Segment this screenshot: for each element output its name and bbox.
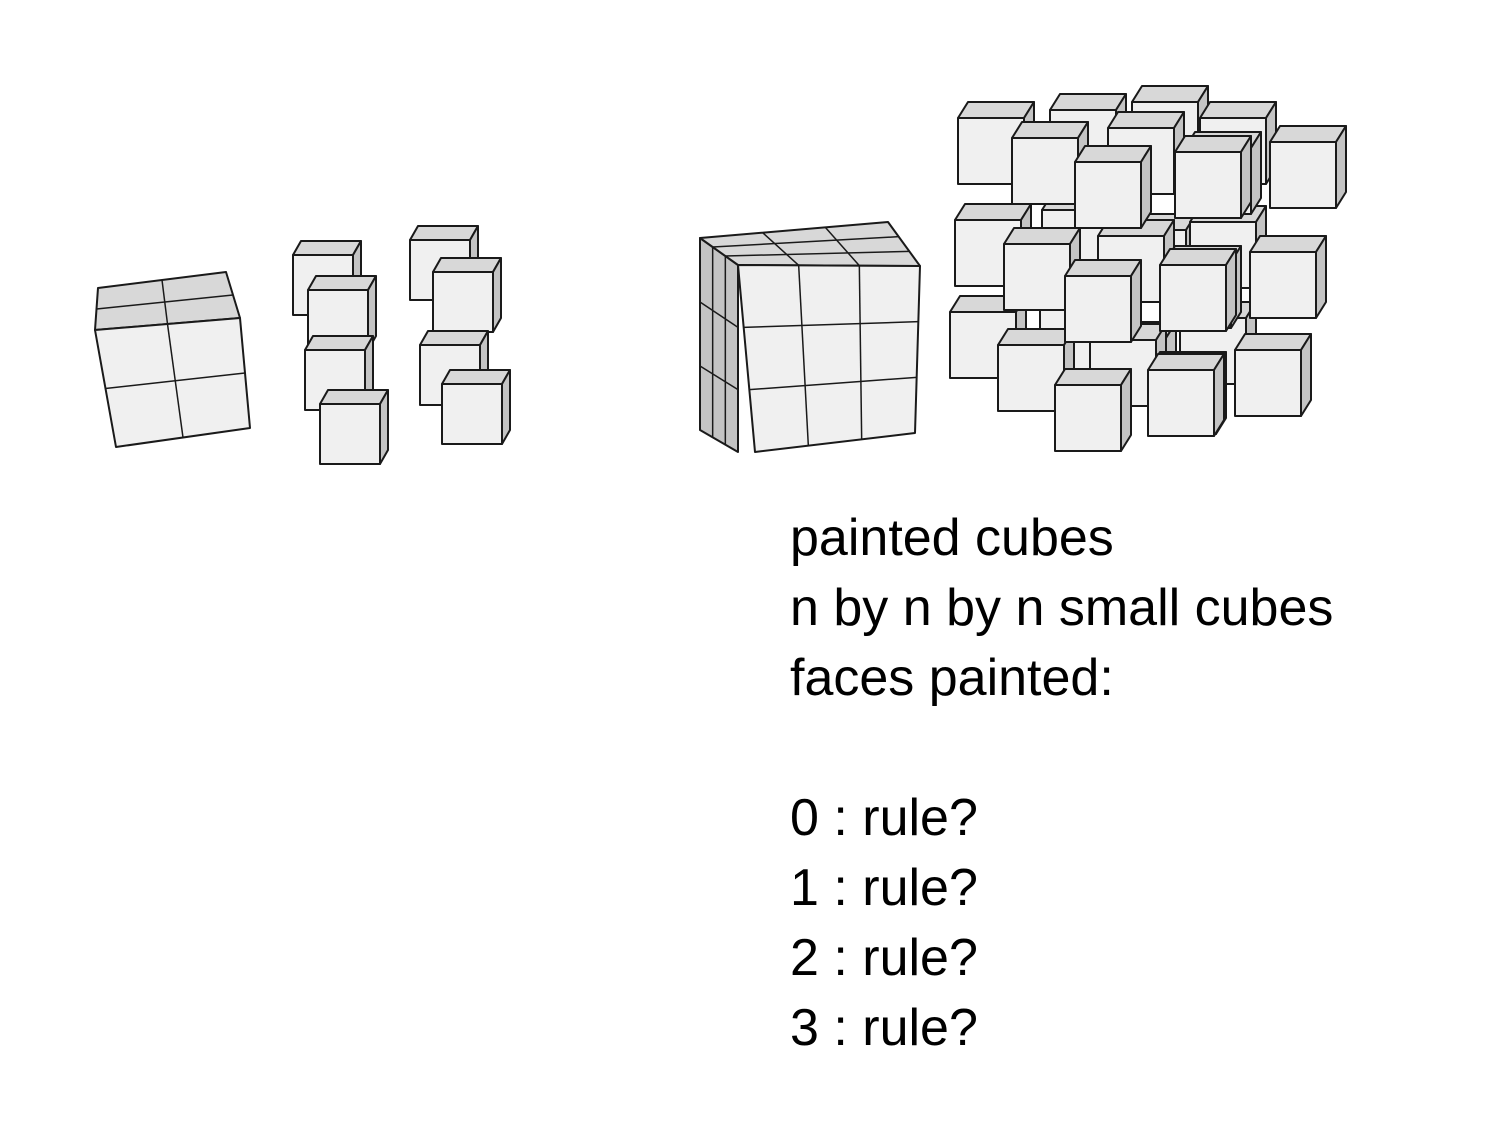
- cube-top-face: [1199, 101, 1277, 119]
- cube-side-face: [492, 257, 502, 333]
- cube-front-face: [1234, 349, 1302, 417]
- cube-top-face: [1249, 235, 1327, 253]
- rule-line-1: 1 : rule?: [790, 859, 978, 917]
- cube-top-face: [1131, 85, 1209, 103]
- cube-side-face: [1225, 248, 1237, 332]
- cube-top-face: [304, 335, 374, 351]
- cube-front-face: [1064, 275, 1132, 343]
- cube-top-face: [1074, 145, 1152, 163]
- grid-line: [699, 301, 739, 328]
- cube-front-face: [737, 264, 921, 453]
- cube-top-face: [997, 328, 1075, 346]
- cube-top-face: [1147, 353, 1225, 371]
- cube-top-face: [1011, 121, 1089, 139]
- cube-top-face: [1107, 111, 1185, 129]
- grid-line: [762, 232, 800, 266]
- exploded-cube-3x3x3: [949, 85, 1347, 452]
- small-cube: [1269, 125, 1347, 209]
- problem-text: painted cubes n by n by n small cubes fa…: [790, 503, 1333, 1063]
- cube-front-face: [1174, 151, 1242, 219]
- cube-side-face: [1300, 333, 1312, 417]
- small-cube: [1064, 259, 1142, 343]
- small-cube: [1249, 235, 1327, 319]
- title-line: painted cubes: [790, 509, 1114, 567]
- cube-front-face: [1011, 137, 1079, 205]
- grid-line: [96, 294, 234, 310]
- small-cube: [1054, 368, 1132, 452]
- cube-side-face: [1140, 145, 1152, 229]
- cube-front-face: [319, 403, 381, 465]
- grid-line: [824, 226, 860, 267]
- cube-front-face: [1147, 369, 1215, 437]
- grid-line: [743, 320, 919, 329]
- small-cube: [1074, 145, 1152, 229]
- cube-front-face: [1269, 141, 1337, 209]
- grid-line: [858, 265, 863, 440]
- small-cube: [1147, 353, 1225, 437]
- small-cube: [432, 257, 502, 333]
- small-cube: [319, 389, 389, 465]
- rule-line-0: 0 : rule?: [790, 789, 978, 847]
- cube-top-face: [1269, 125, 1347, 143]
- cube-side-face: [1120, 368, 1132, 452]
- rule-line-2: 2 : rule?: [790, 929, 978, 987]
- small-cube: [1011, 121, 1089, 205]
- small-cube: [1234, 333, 1312, 417]
- grid-line: [749, 376, 917, 391]
- cube-front-face: [1159, 264, 1227, 332]
- cube-side-face: [501, 369, 511, 445]
- cube-top-face: [1054, 368, 1132, 386]
- exploded-cube-2x2x2: [292, 225, 511, 465]
- rule-line-3: 3 : rule?: [790, 999, 978, 1057]
- cube-top-face: [419, 330, 489, 346]
- cube-front-face: [432, 271, 494, 333]
- cube-side-face: [699, 237, 739, 453]
- cube-top-face: [699, 221, 921, 267]
- small-cube: [1174, 135, 1252, 219]
- cube-top-face: [957, 101, 1035, 119]
- cube-top-face: [1174, 135, 1252, 153]
- cube-front-face: [441, 383, 503, 445]
- cube-side-face: [1213, 353, 1225, 437]
- cube-top-face: [1234, 333, 1312, 351]
- grid-line: [699, 365, 739, 391]
- cube-top-face: [954, 203, 1032, 221]
- assembled-cube-3x3x3: [699, 221, 921, 453]
- cube-front-face: [1249, 251, 1317, 319]
- cube-top-face: [432, 257, 502, 273]
- grid-line: [105, 372, 246, 390]
- assembled-cube-2x2x2: [94, 271, 251, 448]
- cube-top-face: [1064, 259, 1142, 277]
- cube-front-face: [1074, 161, 1142, 229]
- small-cube: [441, 369, 511, 445]
- cube-side-face: [1335, 125, 1347, 209]
- small-cube: [1159, 248, 1237, 332]
- spacer: [790, 713, 1333, 783]
- cube-side-face: [1130, 259, 1142, 343]
- cube-top-face: [307, 275, 377, 291]
- cube-top-face: [1003, 227, 1081, 245]
- cube-side-face: [1240, 135, 1252, 219]
- cube-side-face: [1315, 235, 1327, 319]
- grid-line: [797, 265, 810, 446]
- cube-front-face: [1054, 384, 1122, 452]
- cube-top-face: [1159, 248, 1237, 266]
- cube-top-face: [292, 240, 362, 256]
- grid-line: [712, 235, 899, 248]
- cube-top-face: [1049, 93, 1127, 111]
- subtitle-line: n by n by n small cubes: [790, 579, 1334, 637]
- cube-top-face: [441, 369, 511, 385]
- cube-top-face: [319, 389, 389, 405]
- cube-top-face: [409, 225, 479, 241]
- cube-side-face: [1250, 131, 1262, 215]
- prompt-line: faces painted:: [790, 649, 1114, 707]
- cube-side-face: [379, 389, 389, 465]
- grid-line: [725, 250, 910, 257]
- cube-front-face: [94, 317, 251, 448]
- cube-front-face: [1003, 243, 1071, 311]
